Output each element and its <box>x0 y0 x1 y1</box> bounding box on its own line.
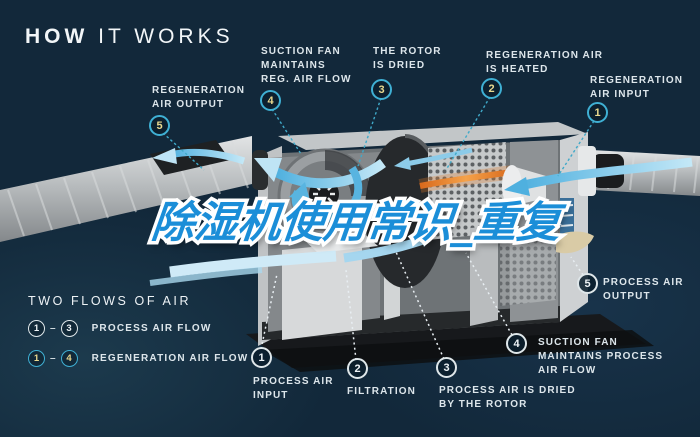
label-process-air-output: PROCESS AIR OUTPUT <box>603 277 684 303</box>
badge-regen-4: 4 <box>260 90 281 111</box>
process-leader-lines <box>260 251 584 361</box>
badge-process-4: 4 <box>506 333 527 354</box>
label-regen-air-input: REGENERATION AIR INPUT <box>590 75 684 101</box>
page-title: HOW IT WORKS <box>25 25 234 49</box>
label-rotor-is-dried: THE ROTOR IS DRIED <box>373 46 442 72</box>
label-regen-air-heated: REGENERATION AIR IS HEATED <box>486 50 604 76</box>
legend-regen-label: REGENERATION AIR FLOW <box>91 353 249 364</box>
legend-regen-dash: – <box>50 353 56 364</box>
legend-regen-from-badge: 1 <box>28 350 45 367</box>
label-suction-fan-reg: SUCTION FAN MAINTAINS REG. AIR FLOW <box>261 46 352 86</box>
legend-process-label: PROCESS AIR FLOW <box>91 323 212 334</box>
badge-regen-1: 1 <box>587 102 608 123</box>
legend-row-regeneration: 1 – 4 REGENERATION AIR FLOW <box>28 350 248 367</box>
label-suction-fan-process: SUCTION FAN MAINTAINS PROCESS AIR FLOW <box>538 337 664 377</box>
badge-process-2: 2 <box>347 358 368 379</box>
legend-row-process: 1 – 3 PROCESS AIR FLOW <box>28 320 248 337</box>
label-filtration: FILTRATION <box>347 386 416 397</box>
legend-process-dash: – <box>50 323 56 334</box>
process-air-output-scoop <box>556 231 594 254</box>
heater-element <box>419 169 513 189</box>
legend-two-flows: TWO FLOWS OF AIR 1 – 3 PROCESS AIR FLOW … <box>28 294 248 380</box>
badge-regen-3: 3 <box>371 79 392 100</box>
legend-regen-to-badge: 4 <box>60 350 78 367</box>
badge-process-5: 5 <box>577 273 598 294</box>
label-process-air-input: PROCESS AIR INPUT <box>253 376 334 402</box>
legend-process-to-badge: 3 <box>60 320 78 337</box>
regeneration-leader-lines <box>162 96 595 177</box>
airflow-arrows <box>149 147 693 286</box>
page-title-light: IT WORKS <box>88 25 234 48</box>
label-process-air-dried: PROCESS AIR IS DRIED BY THE ROTOR <box>439 385 576 411</box>
badge-regen-2: 2 <box>481 78 502 99</box>
page-title-bold: HOW <box>25 25 89 48</box>
chinese-watermark: 除湿机使用常识_重复 除湿机使用常识_重复 <box>133 191 580 255</box>
badge-process-1: 1 <box>251 347 272 368</box>
badge-regen-5: 5 <box>149 115 170 136</box>
legend-heading: TWO FLOWS OF AIR <box>28 294 192 308</box>
chinese-watermark-text: 除湿机使用常识_重复 <box>149 198 563 248</box>
label-regen-air-output: REGENERATION AIR OUTPUT <box>152 85 246 111</box>
badge-process-3: 3 <box>436 357 457 378</box>
legend-process-from-badge: 1 <box>28 320 45 337</box>
